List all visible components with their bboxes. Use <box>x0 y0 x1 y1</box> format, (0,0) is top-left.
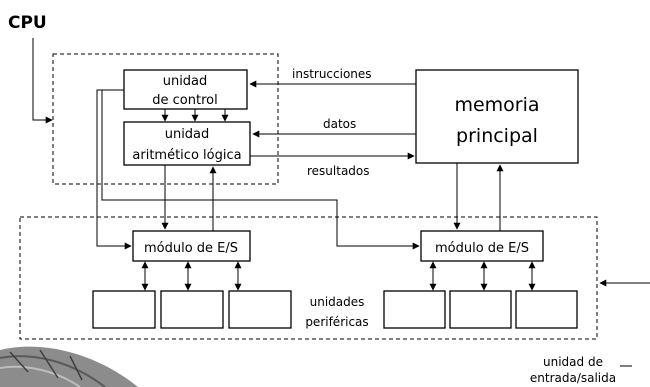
memory-label-line2: principal <box>456 125 538 147</box>
peripherals-label-line1: unidades <box>310 295 365 309</box>
control-unit-label-line2: de control <box>152 93 217 108</box>
io-module-left-label: módulo de E/S <box>144 241 238 256</box>
data-label: datos <box>323 117 356 131</box>
peripheral-box <box>449 290 512 329</box>
cpu-pointer-arrow <box>32 38 53 124</box>
main-memory: memoria principal <box>415 69 579 164</box>
alu-label-line1: unidad <box>165 127 210 142</box>
alu-label-line2: aritmético lógica <box>132 148 241 163</box>
io-module-right: módulo de E/S <box>420 230 544 262</box>
io-unit-label-line1: unidad de <box>543 355 603 369</box>
io-module-right-label: módulo de E/S <box>435 241 529 256</box>
results-label: resultados <box>307 164 370 178</box>
control-to-right-io-arrow <box>101 90 420 250</box>
memory-label-line1: memoria <box>454 94 539 116</box>
peripherals-left <box>92 261 292 329</box>
control-to-alu-arrows <box>161 109 229 122</box>
io-module-left: módulo de E/S <box>132 230 251 262</box>
alu-unit: unidad aritmético lógica <box>123 121 251 166</box>
control-unit-label-line1: unidad <box>163 74 208 89</box>
peripheral-box <box>160 290 224 329</box>
io-region <box>19 216 598 340</box>
peripherals-right <box>383 261 578 329</box>
cpu-region <box>52 53 279 185</box>
instructions-label: instrucciones <box>292 67 372 81</box>
globe-image <box>0 346 138 387</box>
io-unit-label-line2: entrada/salida <box>530 371 616 385</box>
peripheral-box <box>228 290 292 329</box>
control-unit: unidad de control <box>123 69 248 110</box>
control-to-left-io-arrow <box>96 89 132 250</box>
peripherals-label-line2: periféricas <box>305 315 368 329</box>
cpu-label: CPU <box>8 13 47 33</box>
peripheral-box <box>383 290 446 329</box>
peripheral-box <box>515 290 578 329</box>
peripheral-box <box>92 290 156 329</box>
